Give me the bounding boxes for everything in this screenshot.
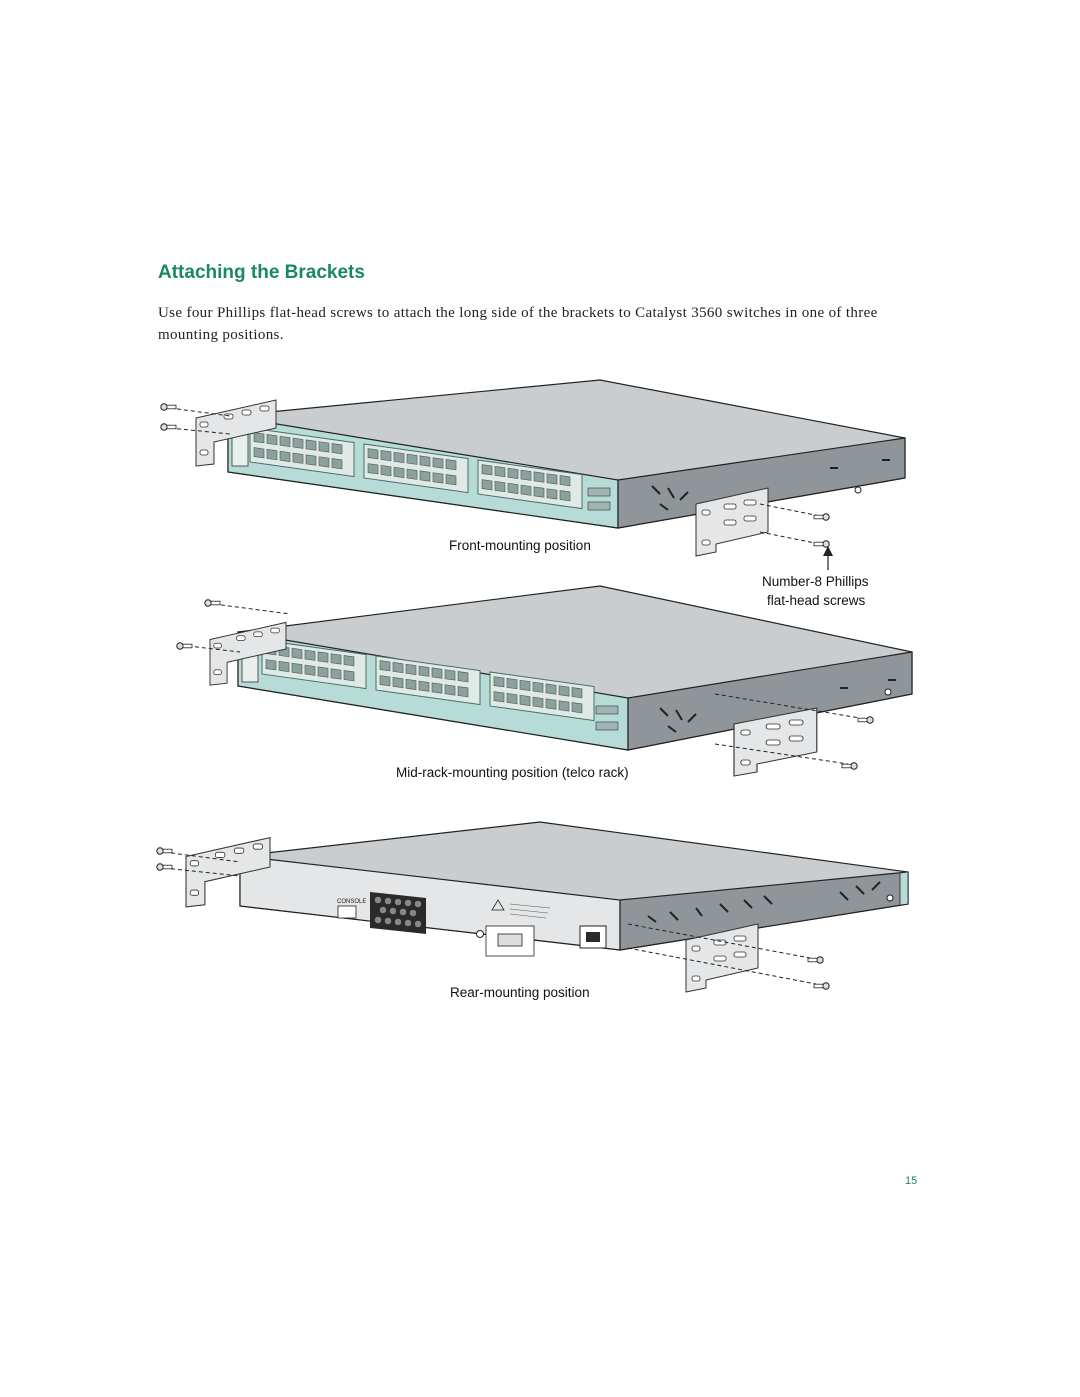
front-mount-caption: Front-mounting position bbox=[449, 538, 591, 553]
page-title: Attaching the Brackets bbox=[158, 262, 365, 283]
intro-paragraph: Use four Phillips flat-head screws to at… bbox=[158, 305, 878, 343]
screws-label-line1: Number-8 Phillips bbox=[762, 574, 869, 589]
page-number: 15 bbox=[905, 1175, 918, 1187]
console-label: CONSOLE bbox=[337, 899, 366, 905]
midrack-mount-drawing bbox=[176, 585, 913, 777]
front-mount-drawing bbox=[160, 379, 906, 570]
screws-label-line2: flat-head screws bbox=[767, 593, 866, 608]
rear-mount-drawing: CONSOLE bbox=[156, 821, 909, 993]
midrack-mount-caption: Mid-rack-mounting position (telco rack) bbox=[396, 765, 629, 780]
mounting-figure: CONSOLE Front-m bbox=[140, 360, 930, 1020]
rear-mount-caption: Rear-mounting position bbox=[450, 985, 590, 1000]
